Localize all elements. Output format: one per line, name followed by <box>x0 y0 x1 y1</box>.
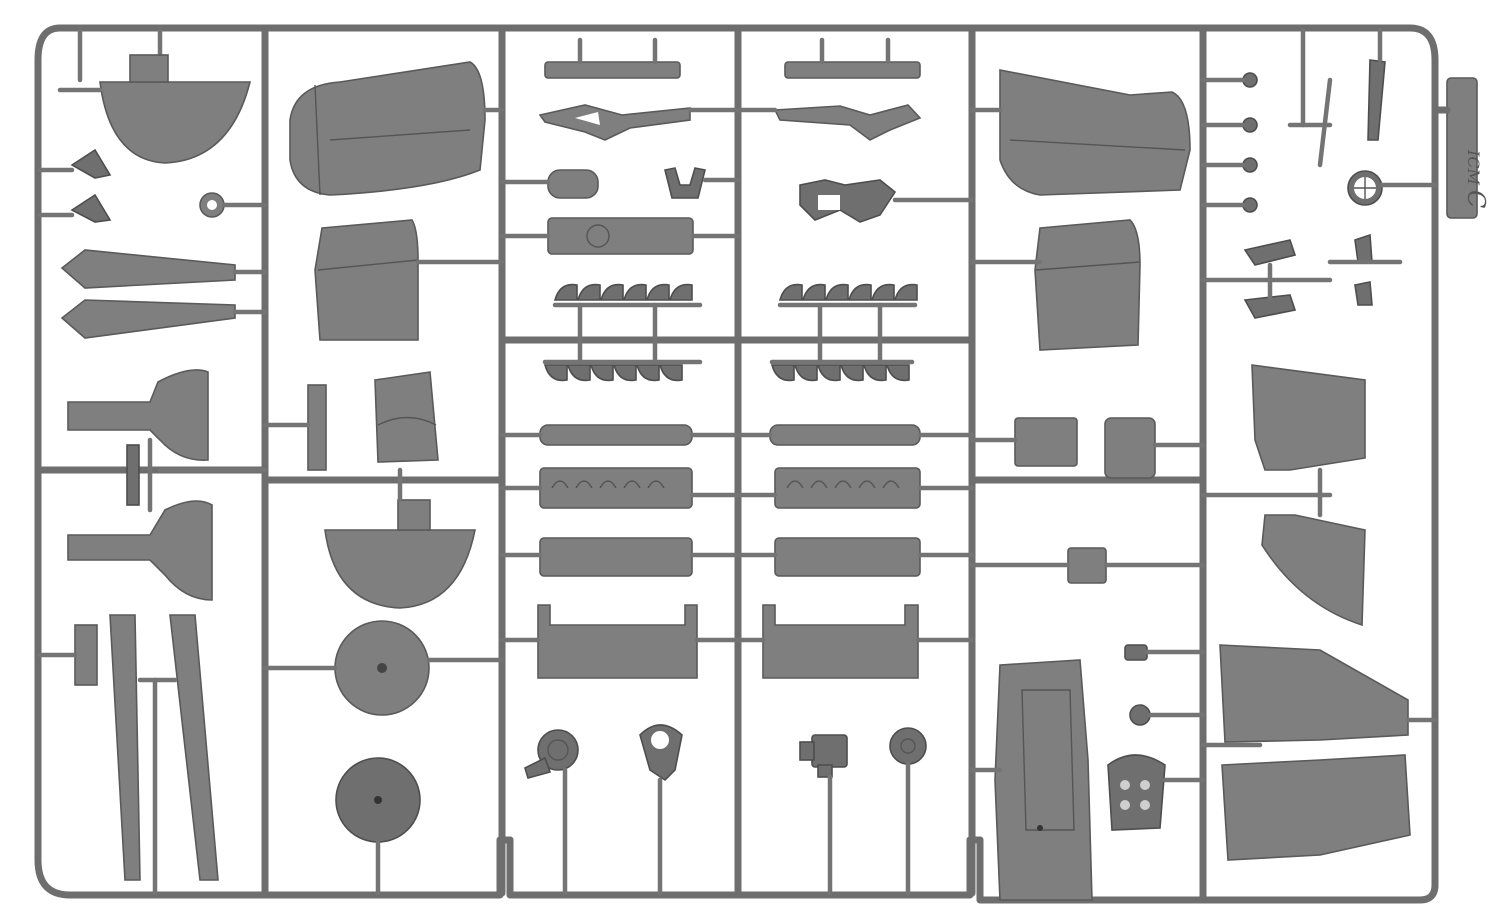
cylinder-part <box>539 424 693 446</box>
column-3-parts <box>499 37 741 896</box>
bracket-part <box>538 104 691 141</box>
flap-part <box>1251 364 1366 471</box>
rudder-part <box>67 369 209 461</box>
magneto-part <box>811 734 848 768</box>
pedal-part <box>1243 239 1297 266</box>
crankcase-part <box>537 604 698 679</box>
column-6-parts <box>1200 27 1438 861</box>
box-part <box>1014 417 1078 467</box>
tail-fin-part <box>324 529 476 609</box>
engine-block-part <box>774 537 921 577</box>
strut-part <box>60 299 236 339</box>
exhaust-stack-row <box>542 359 703 382</box>
knob-part <box>1124 644 1148 661</box>
pedal-part <box>1243 294 1297 319</box>
box-part <box>1067 547 1107 584</box>
cylinder-part <box>769 424 921 446</box>
exhaust-stack-row <box>552 283 703 308</box>
reduction-gear-part <box>639 724 683 782</box>
exhaust-stack-row <box>769 359 915 382</box>
yoke-part <box>664 167 706 199</box>
small-part <box>1354 281 1373 306</box>
tank-part <box>547 169 599 199</box>
rudder-part <box>67 500 213 601</box>
rod-part <box>1367 59 1386 141</box>
elevator-part <box>314 219 419 341</box>
vertical-runners <box>261 26 1207 902</box>
pump-part <box>889 727 927 765</box>
cockpit-floor-part <box>994 659 1093 901</box>
tail-fin-part <box>99 81 252 164</box>
lever-part <box>70 193 112 223</box>
tank-part <box>1104 417 1156 479</box>
knob-part <box>1129 704 1151 726</box>
small-plate-part <box>307 384 327 471</box>
column-1-parts <box>37 27 268 896</box>
gear-leg-part <box>109 614 141 881</box>
box-part <box>547 217 694 255</box>
engine-block-part <box>539 537 693 577</box>
gear-leg-part <box>169 614 219 881</box>
bar-part <box>784 61 921 79</box>
column-2-parts <box>262 61 505 896</box>
small-part <box>1354 233 1373 263</box>
bracket-part <box>773 104 922 141</box>
small-plate-part <box>74 624 98 686</box>
engine-mount-part <box>799 179 897 223</box>
aileron-part <box>1219 644 1409 743</box>
supercharger-part <box>537 729 579 771</box>
sprue-tag: ICM C <box>1431 77 1490 219</box>
lever-part <box>70 148 112 179</box>
bar-part <box>544 61 681 79</box>
stabilizer-part <box>289 61 486 196</box>
sprue-letter: C <box>1462 190 1490 208</box>
stabilizer-part <box>999 69 1191 196</box>
crankcase-part <box>762 604 919 679</box>
brand-logo-text: ICM <box>1464 149 1483 186</box>
elevator-part <box>1034 219 1141 351</box>
exhaust-stack-row <box>777 283 918 308</box>
instrument-panel-part <box>1107 754 1166 831</box>
flap-part <box>1261 514 1366 627</box>
aileron-part <box>1221 754 1411 861</box>
column-5-parts <box>969 69 1206 901</box>
column-4-parts <box>735 37 975 896</box>
strut-part <box>60 249 236 289</box>
